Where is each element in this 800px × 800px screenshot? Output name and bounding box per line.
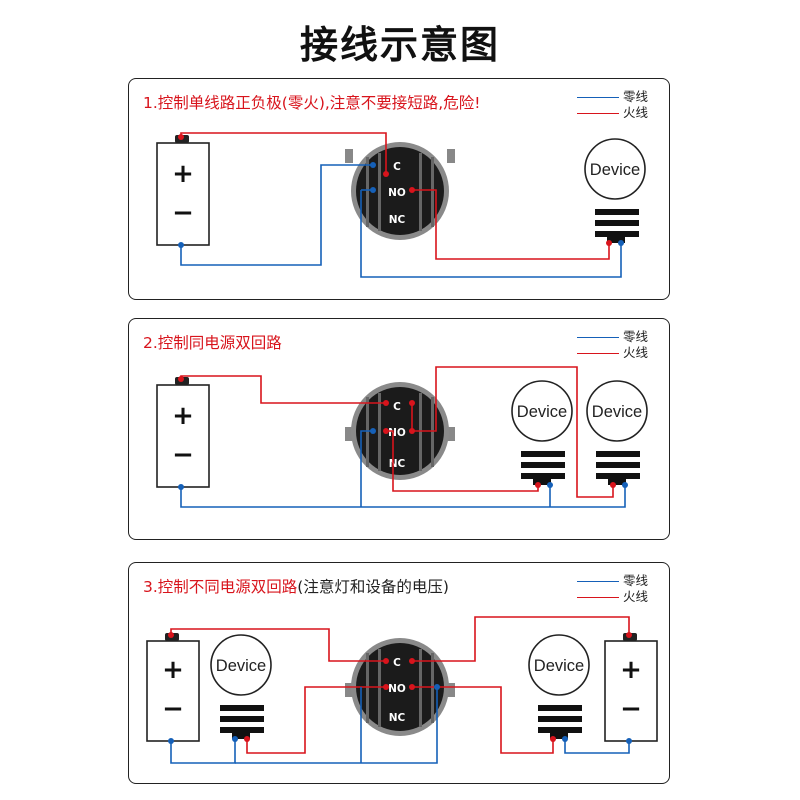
terminal-nc-label: NC <box>389 458 406 470</box>
panel-caption-note: (注意灯和设备的电压) <box>297 578 449 596</box>
battery-positive-terminal <box>178 134 184 140</box>
live-wire-right <box>412 616 630 662</box>
wire-legend: 零线 火线 <box>577 329 665 361</box>
device-lamp-2: Device <box>586 380 648 485</box>
wire-legend: 零线 火线 <box>577 89 665 121</box>
terminal-c-label: C <box>393 161 401 173</box>
live-legend-label: 火线 <box>623 589 649 604</box>
wire-legend: 零线 火线 <box>577 573 665 605</box>
battery-negative-sign: − <box>162 694 184 724</box>
wiring-diagram-3: + − + − Device Device <box>146 616 658 764</box>
live-wire-no-circuit <box>386 430 539 492</box>
device-lamp-right: Device <box>528 634 590 739</box>
neutral-wire <box>180 164 373 266</box>
battery-positive-sign: + <box>620 655 642 685</box>
device-lamp-left: Device <box>210 634 272 739</box>
wiring-diagram-1: + − C NO NC Device <box>156 132 646 278</box>
neutral-legend-label: 零线 <box>623 329 649 344</box>
panel-caption: 2.控制同电源双回路 <box>143 334 282 352</box>
device-label: Device <box>592 403 642 421</box>
battery-positive-sign: + <box>162 655 184 685</box>
live-legend-swatch <box>577 597 619 598</box>
wiring-panel-2: + − C NO NC Device Device <box>128 318 670 540</box>
live-wire-left-device <box>246 686 386 754</box>
battery-positive-sign: + <box>172 159 194 189</box>
neutral-wire-left <box>170 739 236 764</box>
battery-left-body <box>146 640 200 742</box>
wiring-diagram-2: + − C NO NC Device Device <box>156 366 648 508</box>
battery-body <box>156 142 210 246</box>
terminal-c-label: C <box>393 401 401 413</box>
neutral-legend-swatch <box>577 337 619 338</box>
live-legend-label: 火线 <box>623 105 649 120</box>
device-label: Device <box>517 403 567 421</box>
device-label: Device <box>216 657 266 675</box>
page-title: 接线示意图 <box>299 23 500 67</box>
battery-negative-terminal <box>178 242 184 248</box>
terminal-nc-label: NC <box>389 214 406 226</box>
battery-positive-sign: + <box>172 401 194 431</box>
live-legend-label: 火线 <box>623 345 649 360</box>
neutral-wire-switch <box>360 430 373 507</box>
wiring-panel-3: + − + − Device Device <box>128 562 670 784</box>
device-label: Device <box>590 161 640 179</box>
push-button-switch: C NO NC <box>345 142 455 240</box>
battery-negative-sign: − <box>172 198 194 228</box>
neutral-legend-swatch <box>577 581 619 582</box>
push-button-switch: C NO NC <box>345 382 455 480</box>
push-button-switch: C NO NC <box>345 638 455 736</box>
battery-negative-sign: − <box>172 440 194 470</box>
neutral-wire-return <box>360 190 622 278</box>
wiring-panel-1: + − C NO NC Device <box>128 78 670 300</box>
neutral-wire-right <box>564 739 630 754</box>
neutral-wire <box>180 485 626 508</box>
neutral-legend-label: 零线 <box>623 89 649 104</box>
neutral-legend-label: 零线 <box>623 573 649 588</box>
terminal-no-label: NO <box>388 187 406 199</box>
panel-caption: 3.控制不同电源双回路(注意灯和设备的电压) <box>143 578 449 596</box>
panel-caption: 1.控制单线路正负极(零火),注意不要接短路,危险! <box>143 94 481 112</box>
neutral-legend-swatch <box>577 97 619 98</box>
neutral-wire-common <box>235 687 438 764</box>
terminal-nc-label: NC <box>389 712 406 724</box>
device-lamp-1: Device <box>511 380 573 485</box>
device-lamp: Device <box>584 138 646 243</box>
live-legend-swatch <box>577 353 619 354</box>
terminal-no-label: NO <box>388 427 406 439</box>
live-wire <box>180 375 386 404</box>
device-label: Device <box>534 657 584 675</box>
terminal-no-label: NO <box>388 683 406 695</box>
live-wire <box>180 132 387 174</box>
live-wire-to-device <box>412 189 610 260</box>
live-legend-swatch <box>577 113 619 114</box>
live-wire-left <box>170 628 386 662</box>
battery-negative-sign: − <box>620 694 642 724</box>
terminal-c-label: C <box>393 657 401 669</box>
live-wire-nc-circuit <box>411 366 614 498</box>
live-wire-right-device <box>412 686 554 754</box>
